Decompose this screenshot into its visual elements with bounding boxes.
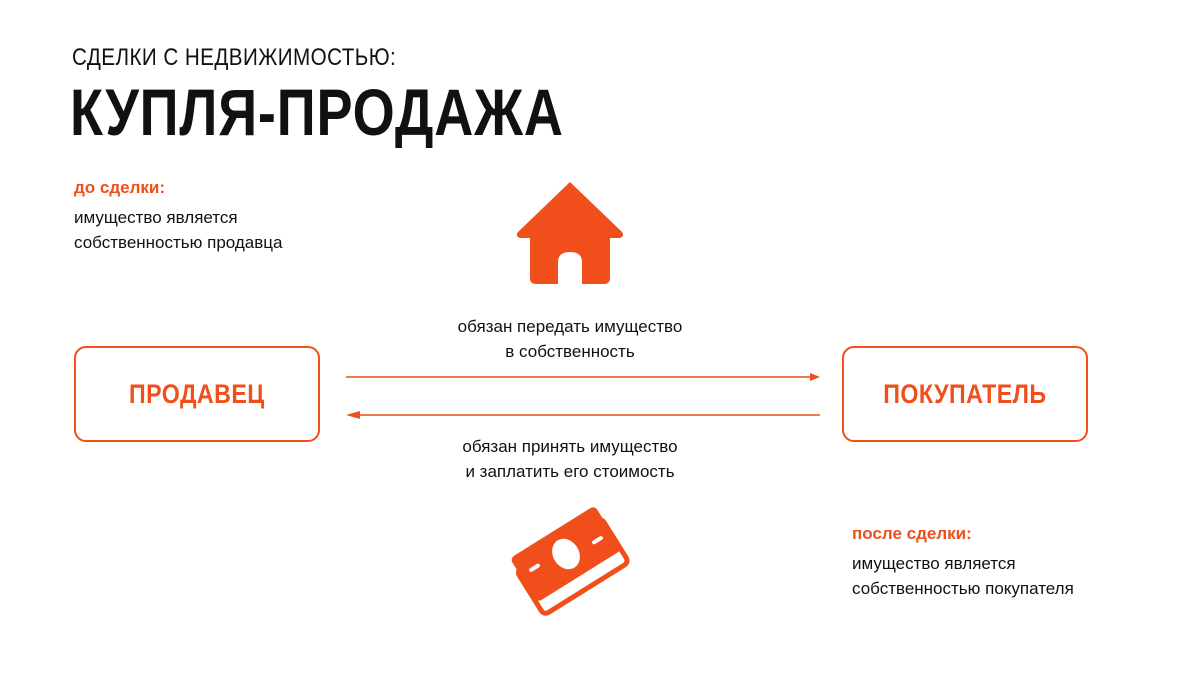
buyer-box: ПОКУПАТЕЛЬ	[842, 346, 1088, 442]
page-subtitle: СДЕЛКИ С НЕДВИЖИМОСТЬЮ:	[72, 44, 397, 71]
seller-box: ПРОДАВЕЦ	[74, 346, 320, 442]
after-deal-note: после сделки: имущество является собстве…	[852, 524, 1074, 601]
transaction-arrows	[346, 373, 820, 419]
before-deal-heading: до сделки:	[74, 178, 166, 197]
buyer-obligation-line: обязан принять имущество	[462, 437, 678, 456]
house-icon	[516, 182, 624, 284]
arrow-right-icon	[346, 373, 820, 381]
after-deal-line: собственностью покупателя	[852, 579, 1074, 598]
seller-obligation-line: в собственность	[505, 342, 635, 361]
buyer-obligation-label: обязан принять имущество и заплатить его…	[370, 434, 770, 484]
after-deal-text: имущество является собственностью покупа…	[852, 551, 1074, 601]
before-deal-line: имущество является	[74, 208, 238, 227]
before-deal-line: собственностью продавца	[74, 233, 283, 252]
buyer-obligation-line: и заплатить его стоимость	[465, 462, 675, 481]
seller-label: ПРОДАВЕЦ	[129, 378, 265, 409]
before-deal-text: имущество является собственностью продав…	[74, 205, 282, 255]
page-title: КУПЛЯ-ПРОДАЖА	[70, 75, 564, 149]
after-deal-line: имущество является	[852, 554, 1016, 573]
seller-obligation-label: обязан передать имущество в собственност…	[370, 314, 770, 364]
after-deal-heading: после сделки:	[852, 524, 972, 543]
before-deal-note: до сделки: имущество является собственно…	[74, 178, 282, 255]
seller-obligation-line: обязан передать имущество	[457, 317, 683, 336]
money-icon	[511, 507, 630, 616]
buyer-label: ПОКУПАТЕЛЬ	[883, 378, 1047, 409]
arrow-left-icon	[346, 411, 820, 419]
